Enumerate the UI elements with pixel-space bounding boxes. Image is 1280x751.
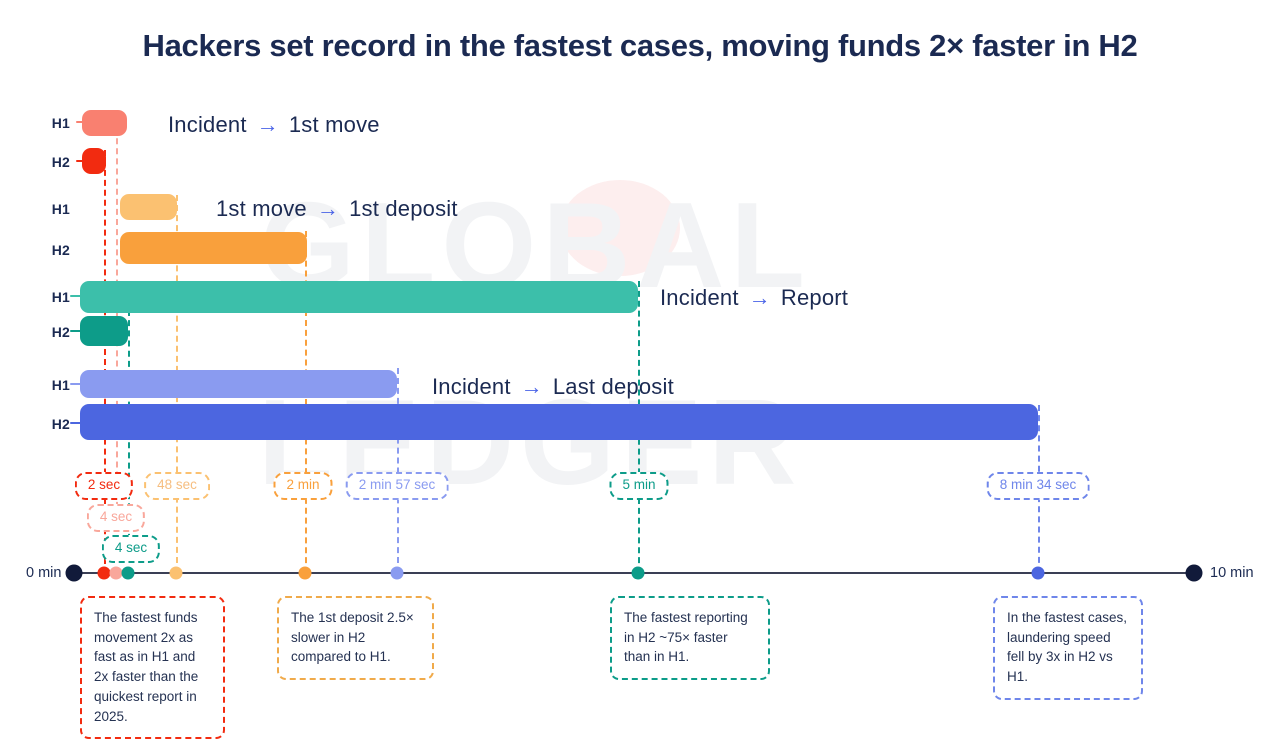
leader-line-2min	[305, 231, 307, 573]
watermark-blob	[560, 180, 680, 276]
time-badge-4sec-light: 4 sec	[86, 504, 146, 532]
chart-title: Hackers set record in the fastest cases,…	[0, 26, 1280, 67]
axis-dot-2sec	[97, 566, 111, 580]
row-tick-s3-h1	[70, 295, 81, 297]
annotation-fastest-reporting: The fastest reporting in H2 ~75× faster …	[610, 596, 770, 681]
time-badge-8min34sec: 8 min 34 sec	[986, 472, 1090, 500]
row-label-s3-h2: H2	[51, 324, 70, 340]
axis-dot-48sec	[169, 566, 183, 580]
bar-s3-h1	[80, 281, 638, 313]
series-title-part-a: Incident	[432, 374, 511, 399]
annotation-first-deposit-slower: The 1st deposit 2.5× slower in H2 compar…	[277, 596, 434, 681]
time-badge-2min: 2 min	[273, 472, 333, 500]
time-badge-5min: 5 min	[609, 472, 669, 500]
annotation-fastest-funds-movement: The fastest funds movement 2x as fast as…	[80, 596, 225, 740]
row-tick-s3-h2	[70, 330, 81, 332]
row-label-s4-h1: H1	[51, 377, 70, 393]
axis-end-label: 10 min	[1210, 565, 1254, 581]
series-title-part-b: Report	[780, 285, 849, 310]
row-label-s4-h2: H2	[51, 416, 70, 432]
series-title-first-move-to-first-deposit: 1st move → 1st deposit	[216, 196, 458, 222]
axis-start-dot	[65, 564, 83, 582]
arrow-icon-s1: →	[256, 112, 279, 137]
series-title-part-a: 1st move	[216, 196, 307, 221]
row-label-s2-h2: H2	[51, 242, 70, 258]
bar-s3-h2	[80, 316, 128, 346]
arrow-icon-s2: →	[316, 196, 340, 221]
series-title-incident-to-last-deposit: Incident → Last deposit	[432, 374, 674, 400]
series-title-incident-to-report: Incident → Report	[660, 285, 848, 311]
row-tick-s1-h1	[76, 121, 87, 123]
axis-dot-4sec-teal	[121, 566, 135, 580]
series-title-part-b: Last deposit	[552, 374, 674, 399]
arrow-icon-s3: →	[748, 285, 771, 310]
chart-title-text: Hackers set record in the fastest cases,…	[142, 28, 1138, 63]
axis-dot-5min	[631, 566, 645, 580]
leader-line-2min57sec	[397, 368, 399, 573]
axis-dot-8min34sec	[1031, 566, 1045, 580]
row-tick-s4-h1	[70, 383, 81, 385]
series-title-part-b: 1st deposit	[349, 196, 458, 221]
arrow-icon-s4: →	[520, 374, 543, 399]
row-tick-s1-h2	[76, 160, 87, 162]
row-tick-s4-h2	[70, 422, 81, 424]
axis-end-dot	[1185, 564, 1203, 582]
row-label-s2-h1: H1	[51, 201, 70, 217]
row-label-s1-h2: H2	[51, 154, 70, 170]
axis-dot-4sec-light	[109, 566, 123, 580]
bar-s4-h1	[80, 370, 397, 398]
series-title-incident-to-first-move: Incident → 1st move	[168, 112, 380, 138]
axis-dot-2min57sec	[390, 566, 404, 580]
annotation-laundering-speed: In the fastest cases, laundering speed f…	[993, 596, 1143, 700]
bar-s1-h1	[82, 110, 127, 136]
timeline-axis	[68, 572, 1194, 574]
leader-line-2sec	[104, 150, 106, 574]
bar-s2-h2	[120, 232, 307, 264]
axis-start-label: 0 min	[26, 565, 62, 581]
axis-dot-2min	[298, 566, 312, 580]
bar-s4-h2	[80, 404, 1038, 440]
time-badge-2sec: 2 sec	[74, 472, 134, 500]
row-label-s1-h1: H1	[51, 115, 70, 131]
time-badge-48sec: 48 sec	[144, 472, 210, 500]
series-title-part-a: Incident	[168, 112, 247, 137]
time-badge-4sec-teal: 4 sec	[101, 535, 161, 563]
series-title-part-a: Incident	[660, 285, 739, 310]
bar-s2-h1	[120, 194, 177, 220]
bar-s1-h2	[82, 148, 106, 174]
series-title-part-b: 1st move	[288, 112, 380, 137]
row-label-s3-h1: H1	[51, 289, 70, 305]
time-badge-2min57sec: 2 min 57 sec	[345, 472, 449, 500]
